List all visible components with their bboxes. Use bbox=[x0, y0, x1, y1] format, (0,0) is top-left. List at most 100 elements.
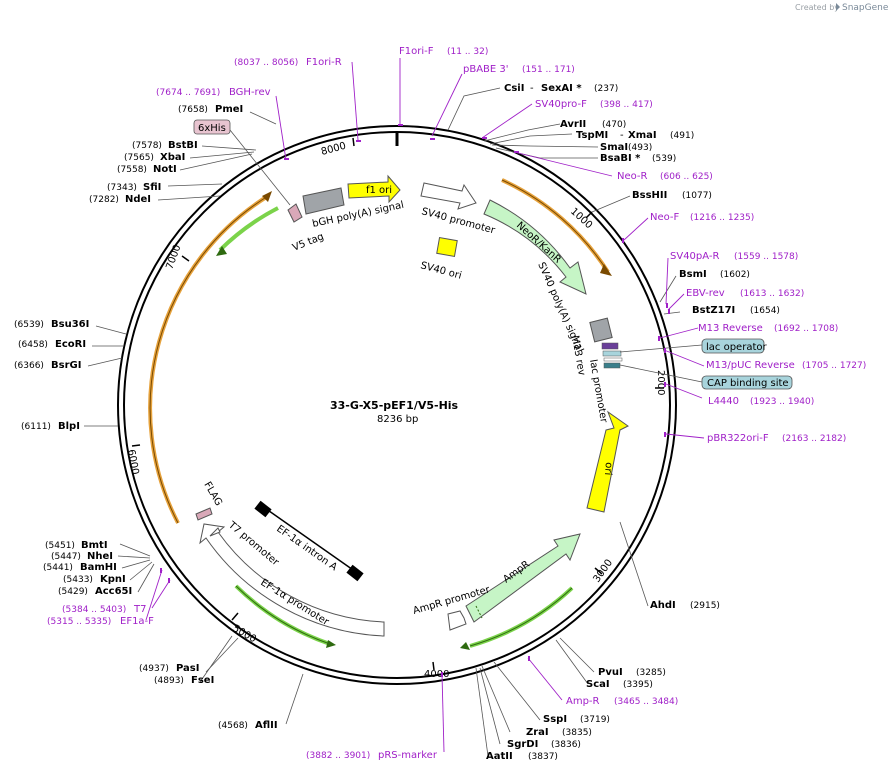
primer-m13-puc-reverse[interactable]: M13/pUC Reverse bbox=[706, 360, 795, 371]
plasmid-name: 33-G-X5-pEF1/V5-His bbox=[330, 399, 459, 412]
feature-ef1a-intron[interactable]: EF-1α intron A bbox=[254, 500, 364, 582]
feature-label-neor-kanr: NeoR/KanR bbox=[514, 220, 563, 266]
site-nhei[interactable]: NheI bbox=[87, 551, 113, 562]
primer-pbr322ori-f[interactable]: pBR322ori-F bbox=[707, 433, 769, 444]
tick-label-4000: 4000 bbox=[424, 669, 449, 680]
site-sfii[interactable]: SfiI bbox=[143, 182, 161, 193]
site-bsrgi[interactable]: BsrGI bbox=[51, 360, 81, 371]
site-sexai-pos: (237) bbox=[594, 84, 618, 94]
primer-m13-reverse-pos: (1692 .. 1708) bbox=[774, 324, 838, 334]
site-sspi[interactable]: SspI bbox=[543, 714, 567, 725]
site-bamhi[interactable]: BamHI bbox=[80, 562, 117, 573]
primer-f1ori-r[interactable]: F1ori-R bbox=[306, 57, 342, 68]
site-scai[interactable]: ScaI bbox=[586, 679, 610, 690]
site-bstz17i[interactable]: BstZ17I bbox=[692, 305, 735, 316]
site-bsabi[interactable]: BsaBI * bbox=[600, 153, 641, 164]
orf-ampr-arrowhead bbox=[460, 642, 470, 650]
primer-neo-r-pos: (606 .. 625) bbox=[660, 172, 713, 182]
site-smai[interactable]: SmaI bbox=[600, 142, 628, 153]
feature-cap-binding-site[interactable]: CAP binding site bbox=[603, 362, 793, 390]
site-xbai[interactable]: XbaI bbox=[160, 152, 185, 163]
feature-ori[interactable]: ori bbox=[586, 410, 629, 513]
primer-m13-reverse[interactable]: M13 Reverse bbox=[698, 323, 763, 334]
site-zrai-pos: (3835) bbox=[562, 728, 592, 738]
primer-pbabe3[interactable]: pBABE 3' bbox=[463, 64, 509, 75]
tick-label-2000: 2000 bbox=[655, 370, 666, 395]
site-ecori-pos: (6458) bbox=[18, 340, 48, 350]
orf-neo-arrowhead bbox=[600, 264, 612, 276]
site-tspmi[interactable]: TspMI bbox=[576, 130, 608, 141]
site-xmai[interactable]: XmaI bbox=[628, 130, 657, 141]
site-bmti[interactable]: BmtI bbox=[81, 540, 108, 551]
site-acc65i-pos: (5429) bbox=[58, 587, 88, 597]
site-aflii[interactable]: AflII bbox=[255, 720, 278, 731]
site-bstz17i-pos: (1654) bbox=[750, 306, 780, 316]
site-pasi[interactable]: PasI bbox=[176, 663, 199, 674]
feature-lac-operator[interactable]: lac operator bbox=[602, 338, 767, 357]
feature-6xhis[interactable]: 6xHis bbox=[193, 119, 291, 206]
site-csii[interactable]: CsiI bbox=[504, 83, 524, 94]
site-sexai[interactable]: SexAI * bbox=[541, 83, 582, 94]
primer-sv40pa-r-pos: (1559 .. 1578) bbox=[734, 252, 798, 262]
primer-neo-f[interactable]: Neo-F bbox=[650, 212, 680, 223]
site-aatii[interactable]: AatII bbox=[486, 751, 513, 762]
orf-ef1a-arrowhead bbox=[326, 640, 336, 648]
primer-prs-marker[interactable]: pRS-marker bbox=[378, 750, 438, 761]
site-avrii-pos: (470) bbox=[602, 120, 626, 130]
feature-ampr[interactable]: AmpR bbox=[465, 533, 581, 623]
feature-label-lac-promoter: lac promoter bbox=[587, 359, 609, 425]
primer-sv40pro-f-pos: (398 .. 417) bbox=[600, 100, 653, 110]
primer-sv40pro-f[interactable]: SV40pro-F bbox=[535, 99, 587, 110]
orf-ampr-arc-core bbox=[469, 587, 573, 647]
primer-f1ori-f[interactable]: F1ori-F bbox=[399, 46, 434, 57]
site-sgrdi[interactable]: SgrDI bbox=[507, 739, 538, 750]
primer-sv40pa-r[interactable]: SV40pA-R bbox=[670, 251, 719, 262]
site-ndei[interactable]: NdeI bbox=[125, 194, 151, 205]
site-fsei-pos: (4893) bbox=[154, 676, 184, 686]
feature-sv40-ori[interactable]: SV40 ori bbox=[419, 236, 463, 282]
feature-label-flag: FLAG bbox=[201, 480, 224, 508]
primer-bgh-rev[interactable]: BGH-rev bbox=[229, 87, 271, 98]
site-xmai-pos: (491) bbox=[670, 131, 694, 141]
orf-v5-arrowhead bbox=[216, 246, 227, 256]
site-bsabi-pos: (539) bbox=[652, 154, 676, 164]
site-bsmi[interactable]: BsmI bbox=[679, 269, 707, 280]
site-scai-pos: (3395) bbox=[623, 680, 653, 690]
site-avrii[interactable]: AvrII bbox=[560, 119, 586, 130]
orf-ef1a-arc-core bbox=[235, 585, 331, 645]
site-pvui[interactable]: PvuI bbox=[598, 667, 623, 678]
primer-ef1a-f[interactable]: EF1a-F bbox=[120, 616, 154, 627]
orf-left-arrowhead bbox=[262, 191, 272, 202]
primer-amp-r[interactable]: Amp-R bbox=[566, 696, 600, 707]
primer-l4440[interactable]: L4440 bbox=[708, 396, 739, 407]
site-acc65i[interactable]: Acc65I bbox=[95, 586, 132, 597]
primer-neo-r[interactable]: Neo-R bbox=[617, 171, 648, 182]
site-pvui-pos: (3285) bbox=[636, 668, 666, 678]
backbone bbox=[117, 125, 677, 685]
site-bsu36i[interactable]: Bsu36I bbox=[51, 319, 89, 330]
site-fsei[interactable]: FseI bbox=[191, 675, 214, 686]
site-zrai[interactable]: ZraI bbox=[526, 727, 549, 738]
feature-label-ef1a-promoter: EF-1α promoter bbox=[258, 577, 331, 628]
site-noti-pos: (7558) bbox=[117, 165, 147, 175]
feature-label-ori: ori bbox=[602, 462, 614, 476]
snapgene-brand: SnapGene bbox=[842, 3, 889, 13]
site-bsshii[interactable]: BssHII bbox=[632, 190, 667, 201]
primer-ebv-rev[interactable]: EBV-rev bbox=[686, 288, 725, 299]
tick-label-8000: 8000 bbox=[320, 141, 347, 158]
site-ndei-pos: (7282) bbox=[89, 195, 119, 205]
site-blpi[interactable]: BlpI bbox=[58, 421, 80, 432]
site-pmei[interactable]: PmeI bbox=[215, 104, 243, 115]
plasmid-size: 8236 bp bbox=[377, 414, 418, 425]
site-ahdi[interactable]: AhdI bbox=[650, 600, 676, 611]
site-ecori[interactable]: EcoRI bbox=[55, 339, 86, 350]
site-kpni[interactable]: KpnI bbox=[100, 574, 126, 585]
feature-flag[interactable]: FLAG bbox=[195, 480, 224, 521]
site-noti[interactable]: NotI bbox=[153, 164, 177, 175]
site-kpni-pos: (5433) bbox=[63, 575, 93, 585]
feature-f1-ori[interactable]: f1 ori bbox=[347, 174, 401, 204]
site-bstbi[interactable]: BstBI bbox=[168, 140, 198, 151]
site-pasi-pos: (4937) bbox=[139, 664, 169, 674]
snapgene-logo-icon bbox=[836, 3, 840, 11]
primer-t7[interactable]: T7 bbox=[133, 604, 146, 615]
